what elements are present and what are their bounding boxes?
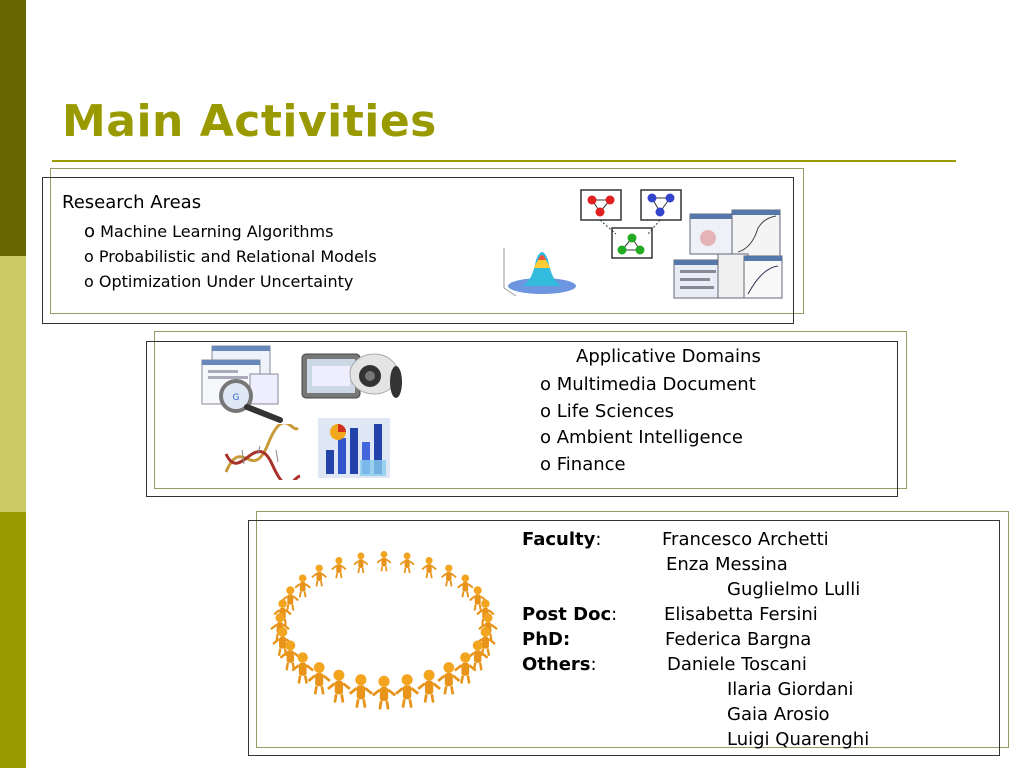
person-figure [326, 668, 352, 704]
slide-title: Main Activities [62, 96, 437, 147]
faculty-label: Faculty [522, 529, 596, 550]
software-windows-icon [673, 209, 783, 299]
person-figure [376, 550, 392, 573]
domain-item: o Multimedia Document [540, 374, 756, 395]
title-divider [52, 160, 956, 162]
research-item: o Optimization Under Uncertainty [84, 269, 377, 294]
person-figure [353, 551, 369, 575]
svg-text:G: G [233, 393, 240, 403]
person-figure [311, 563, 328, 588]
person-figure [399, 551, 415, 575]
others-name: Gaia Arosio [727, 704, 830, 725]
person-figure [436, 660, 461, 696]
surface-plot-icon [503, 248, 576, 297]
research-item-label: Machine Learning Algorithms [100, 222, 334, 241]
phd-label-wrap: PhD: [522, 627, 570, 652]
side-bar-light [0, 256, 26, 512]
people-circle-icon [269, 550, 499, 711]
research-frame [42, 177, 794, 324]
people-frame [248, 520, 1000, 756]
people-frame-back [256, 511, 1009, 748]
person-figure [394, 672, 420, 709]
domain-item: o Life Sciences [540, 400, 675, 422]
others-name: Luigi Quarenghi [727, 729, 870, 750]
bullet: o [84, 221, 96, 242]
postdoc-label: Post Doc [522, 604, 612, 625]
domains-heading: Applicative Domains [576, 346, 761, 367]
person-figure [294, 573, 312, 599]
domains-frame-back [154, 331, 907, 489]
side-bar-dark [0, 0, 26, 256]
domains-frame [146, 341, 898, 497]
phd-label: PhD: [522, 629, 571, 650]
phd-name: Federica Bargna [665, 629, 812, 650]
colon: : [595, 529, 602, 550]
person-figure [371, 674, 397, 711]
faculty-name: Francesco Archetti [662, 529, 829, 550]
side-bar-mid [0, 512, 26, 768]
person-figure [477, 612, 499, 642]
research-list: o Machine Learning Algorithms o Probabil… [84, 219, 377, 294]
faculty-name: Guglielmo Lulli [727, 579, 861, 600]
person-figure [269, 612, 291, 642]
finance-chart-icon [318, 418, 390, 478]
faculty-label-wrap: Faculty: [522, 527, 601, 552]
bullet: o [84, 272, 94, 291]
person-figure [456, 573, 474, 599]
research-frame-back [50, 168, 804, 314]
others-label: Others [522, 654, 591, 675]
postdoc-name: Elisabetta Fersini [664, 604, 818, 625]
others-label-wrap: Others: [522, 652, 597, 677]
search-magnifier-icon: G [201, 345, 283, 423]
domains-list: o Multimedia Document o Life Sciences o … [540, 372, 756, 478]
domain-item: o Finance [540, 453, 626, 475]
security-camera-icon [301, 353, 402, 399]
research-heading: Research Areas [62, 192, 202, 213]
person-figure [307, 660, 332, 696]
research-item: o Probabilistic and Relational Models [84, 244, 377, 269]
colon: : [611, 604, 618, 625]
person-figure [416, 668, 442, 704]
bullet: o [84, 247, 94, 266]
domain-item: o Ambient Intelligence [540, 427, 744, 448]
faculty-name: Enza Messina [666, 554, 788, 575]
postdoc-label-wrap: Post Doc: [522, 602, 617, 627]
research-item-label: Probabilistic and Relational Models [98, 247, 377, 266]
colon: : [590, 654, 597, 675]
others-name: Ilaria Giordani [727, 679, 854, 700]
others-name: Daniele Toscani [667, 654, 807, 675]
person-figure [421, 556, 438, 580]
research-item-label: Optimization Under Uncertainty [98, 272, 354, 291]
research-item: o Machine Learning Algorithms [84, 219, 377, 244]
person-figure [440, 563, 457, 588]
person-figure [330, 556, 347, 580]
person-figure [348, 672, 374, 709]
dna-helix-icon [224, 424, 301, 480]
bayesian-network-icon [580, 189, 682, 259]
